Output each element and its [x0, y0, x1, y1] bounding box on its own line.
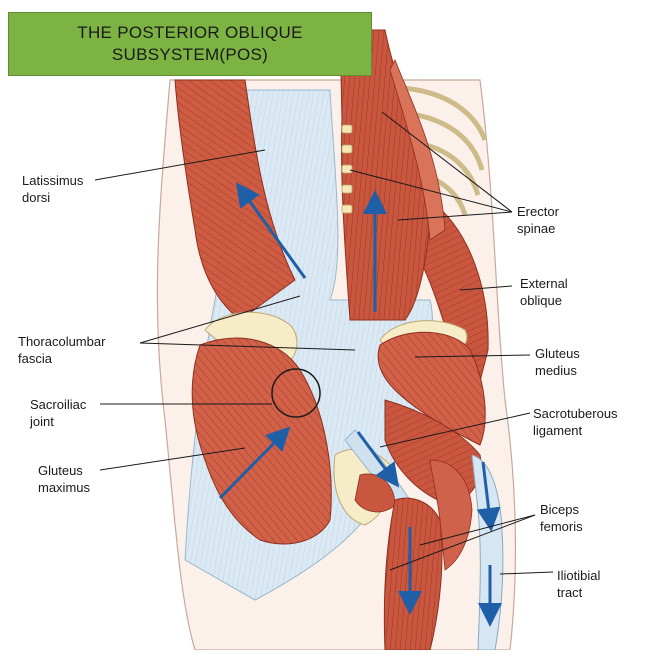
gluteus-medius-muscle: [377, 331, 486, 446]
leader-erector-3: [397, 211, 513, 221]
label-iliotibial-line2: tract: [557, 585, 583, 600]
label-external-oblique-line2: oblique: [520, 293, 562, 308]
leader-external-oblique: [459, 285, 513, 291]
leader-sacrotuberous: [379, 412, 531, 448]
biceps-femoris-muscle: [383, 497, 443, 651]
leader-biceps-1: [419, 514, 536, 546]
label-latissimus-line2: dorsi: [22, 190, 51, 205]
label-gluteus-maximus-line2: maximus: [38, 480, 91, 495]
label-biceps-line1: Biceps: [540, 502, 580, 517]
force-arrows: [218, 182, 502, 627]
arrow-iliotibial-upper: [476, 461, 501, 532]
label-gluteus-medius-line1: Gluteus: [535, 346, 580, 361]
latissimus-dorsi-muscle: [174, 79, 296, 321]
leader-thoracolumbar-1: [139, 295, 301, 344]
label-biceps-line2: femoris: [540, 519, 583, 534]
label-gluteus-maximus: Gluteus maximus: [38, 462, 90, 496]
label-latissimus-dorsi: Latissimus dorsi: [22, 172, 83, 206]
label-erector-line2: spinae: [517, 221, 556, 236]
leader-erector-1: [381, 111, 513, 213]
erector-spinae-lateral: [389, 59, 446, 241]
label-thoracolumbar-line1: Thoracolumbar: [18, 334, 106, 349]
arrow-latissimus: [235, 182, 307, 279]
label-sacroiliac-line1: Sacroiliac: [30, 397, 87, 412]
label-external-oblique: External oblique: [520, 275, 568, 309]
label-sacroiliac-line2: joint: [30, 414, 54, 429]
arrow-sacrotuberous: [356, 431, 400, 488]
label-latissimus-line1: Latissimus: [22, 173, 84, 188]
label-biceps-femoris: Biceps femoris: [540, 501, 583, 535]
label-external-oblique-line1: External: [520, 276, 568, 291]
leader-thoracolumbar-2: [139, 342, 356, 351]
label-gluteus-maximus-line1: Gluteus: [38, 463, 83, 478]
label-sacrotuberous-line2: ligament: [533, 423, 583, 438]
vertebrae: [341, 124, 353, 214]
label-erector-spinae: Erector spinae: [517, 203, 559, 237]
leader-iliotibial: [499, 571, 554, 575]
title-line-2: SUBSYSTEM(POS): [111, 45, 269, 64]
label-thoracolumbar-fascia: Thoracolumbar fascia: [18, 333, 105, 367]
label-sacroiliac-joint: Sacroiliac joint: [30, 396, 86, 430]
label-sacrotuberous-line1: Sacrotuberous: [533, 406, 618, 421]
label-gluteus-medius: Gluteus medius: [535, 345, 580, 379]
leader-lines: [94, 111, 554, 575]
label-iliotibial-line1: Iliotibial: [557, 568, 601, 583]
label-erector-line1: Erector: [517, 204, 559, 219]
label-iliotibial-tract: Iliotibial tract: [557, 567, 600, 601]
leader-gluteus-medius: [414, 354, 531, 358]
arrow-gluteus-maximus: [218, 426, 291, 500]
sacroiliac-joint-marker: [271, 368, 321, 418]
leader-erector-2: [349, 169, 513, 213]
label-sacrotuberous-ligament: Sacrotuberous ligament: [533, 405, 618, 439]
title-line-1: THE POSTERIOR OBLIQUE: [77, 23, 303, 42]
label-thoracolumbar-line2: fascia: [18, 351, 52, 366]
label-gluteus-medius-line2: medius: [535, 363, 577, 378]
leader-biceps-2: [389, 514, 536, 571]
leader-gluteus-maximus: [99, 447, 246, 471]
leader-latissimus: [94, 149, 266, 181]
title-banner: THE POSTERIOR OBLIQUE SUBSYSTEM(POS): [8, 12, 372, 76]
